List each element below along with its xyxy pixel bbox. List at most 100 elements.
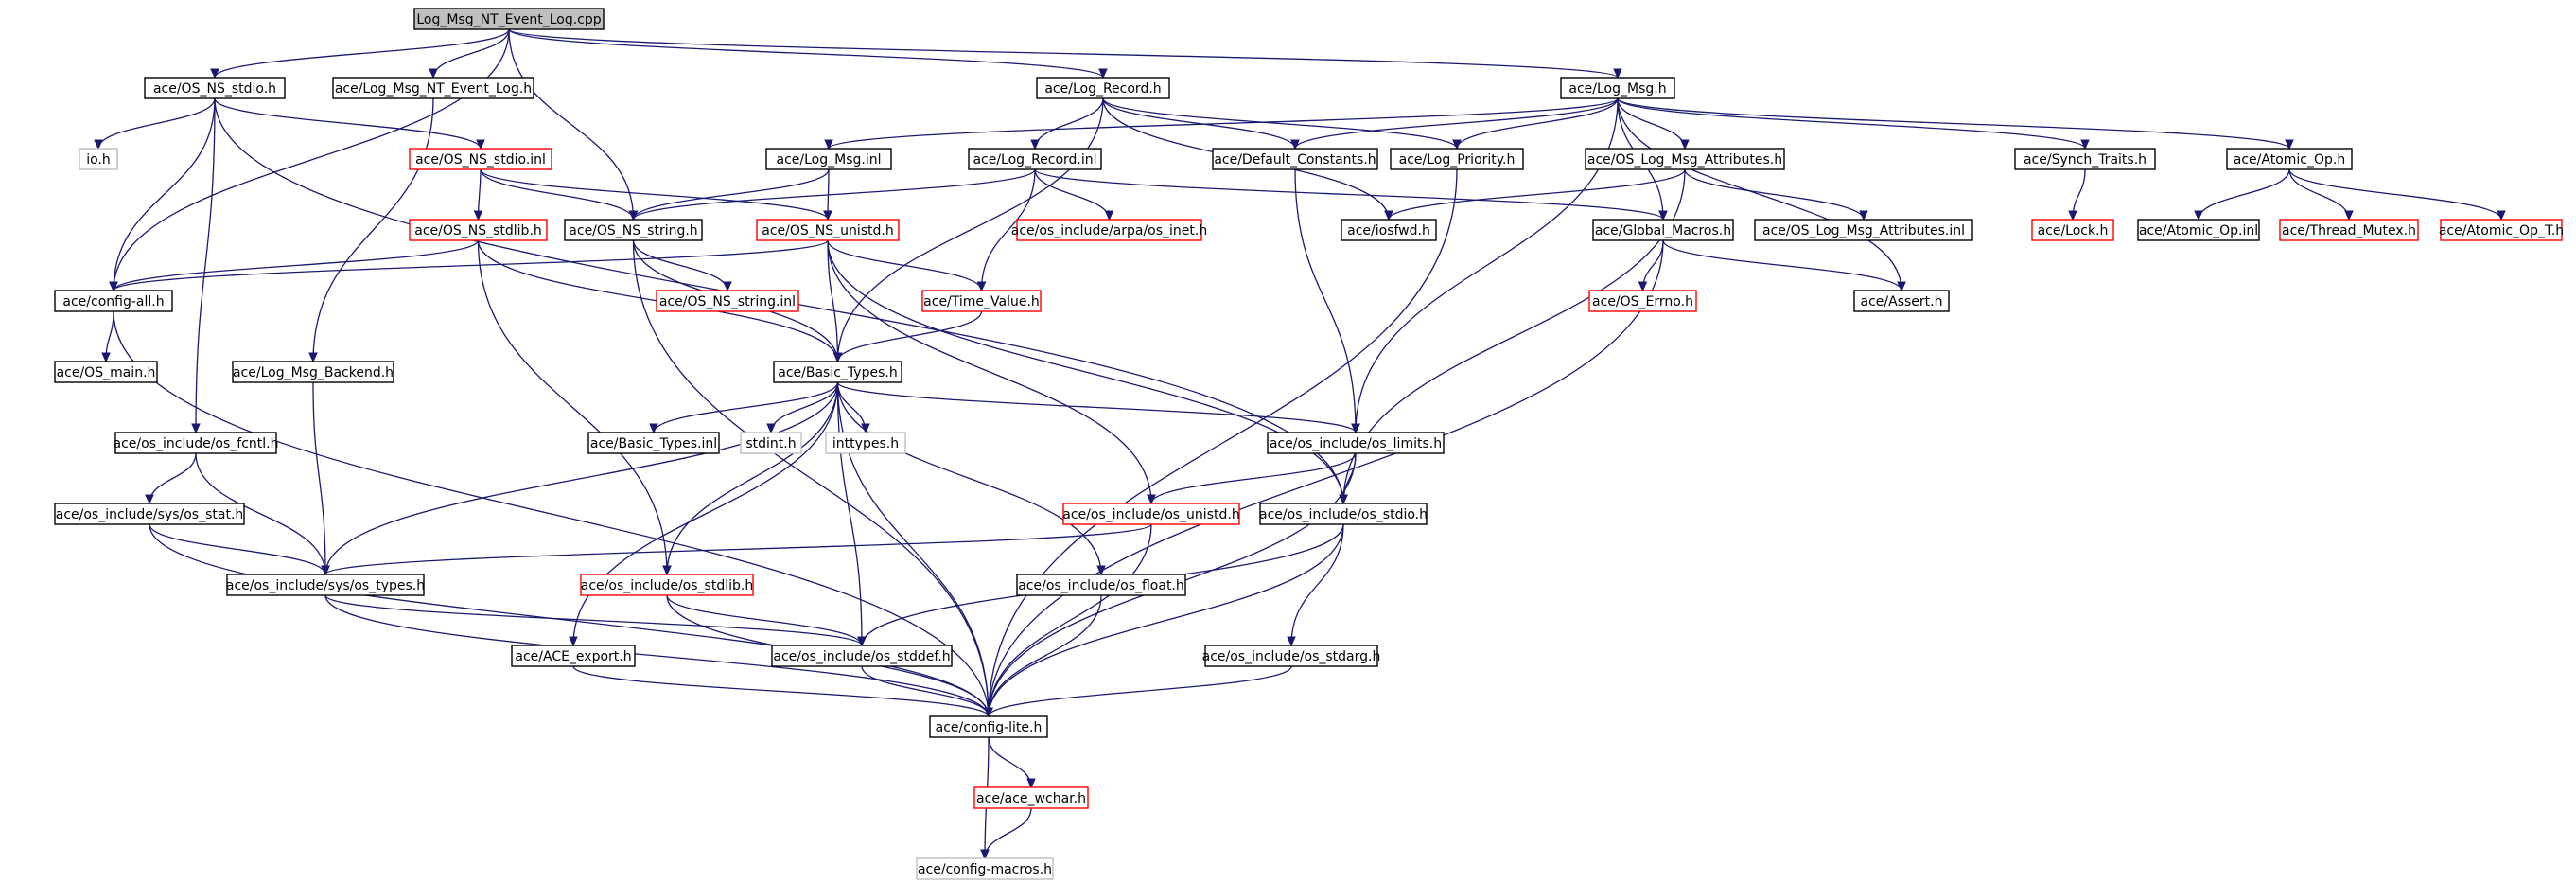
node-box[interactable]	[2014, 148, 2156, 170]
node-box[interactable]	[916, 857, 1054, 880]
node-box[interactable]	[929, 715, 1048, 738]
node-box[interactable]	[968, 148, 1102, 170]
node-box[interactable]	[1585, 148, 1785, 170]
node-box[interactable]	[2440, 219, 2563, 241]
node-time-value-h[interactable]: ace/Time_Value.h	[921, 290, 1042, 312]
node-box[interactable]	[226, 574, 425, 596]
node-box[interactable]	[1754, 219, 1973, 241]
node-os-limits-h[interactable]: ace/os_include/os_limits.h	[1267, 432, 1445, 454]
node-box[interactable]	[54, 361, 158, 383]
node-iosfwd-h[interactable]: ace/iosfwd.h	[1341, 219, 1437, 241]
node-box[interactable]	[587, 432, 720, 454]
node-box[interactable]	[114, 432, 277, 454]
node-os-stdlib-h[interactable]: ace/os_include/os_stdlib.h	[580, 574, 754, 596]
node-default-constants-h[interactable]: ace/Default_Constants.h	[1212, 148, 1378, 170]
node-os-log-msg-attributes-inl[interactable]: ace/OS_Log_Msg_Attributes.inl	[1754, 219, 1973, 241]
node-box[interactable]	[765, 148, 892, 170]
node-box[interactable]	[1560, 77, 1675, 99]
node-os-fcntl-h[interactable]: ace/os_include/os_fcntl.h	[114, 432, 279, 454]
node-os-ns-string-inl[interactable]: ace/OS_NS_string.inl	[656, 290, 799, 312]
node-thread-mutex-h[interactable]: ace/Thread_Mutex.h	[2279, 219, 2419, 241]
node-config-macros-h[interactable]: ace/config-macros.h	[916, 857, 1054, 880]
node-atomic-op-inl[interactable]: ace/Atomic_Op.inl	[2137, 219, 2260, 241]
node-os-ns-stdio-h[interactable]: ace/OS_NS_stdio.h	[144, 77, 286, 99]
node-box[interactable]	[1588, 290, 1697, 312]
node-log-msg-backend-h[interactable]: ace/Log_Msg_Backend.h	[232, 361, 394, 383]
node-box[interactable]	[1390, 148, 1524, 170]
node-box[interactable]	[1259, 503, 1428, 525]
node-box[interactable]	[1267, 432, 1445, 454]
node-log-priority-h[interactable]: ace/Log_Priority.h	[1390, 148, 1524, 170]
node-os-ns-stdio-inl[interactable]: ace/OS_NS_stdio.inl	[409, 148, 552, 170]
node-box[interactable]	[1853, 290, 1950, 312]
node-atomic-op-h[interactable]: ace/Atomic_Op.h	[2226, 148, 2353, 170]
node-os-main-h[interactable]: ace/OS_main.h	[54, 361, 158, 383]
node-box[interactable]	[580, 574, 754, 596]
node-box[interactable]	[1592, 219, 1734, 241]
node-box[interactable]	[921, 290, 1042, 312]
node-os-unistd-h[interactable]: ace/os_include/os_unistd.h	[1062, 503, 1240, 525]
node-box[interactable]	[771, 645, 953, 667]
node-os-stddef-h[interactable]: ace/os_include/os_stddef.h	[771, 645, 953, 667]
node-box[interactable]	[413, 8, 605, 30]
node-box[interactable]	[232, 361, 394, 383]
node-os-ns-unistd-h[interactable]: ace/OS_NS_unistd.h	[756, 219, 900, 241]
node-box[interactable]	[409, 148, 552, 170]
node-box[interactable]	[1341, 219, 1437, 241]
node-box[interactable]	[144, 77, 286, 99]
node-box[interactable]	[54, 290, 173, 312]
node-box[interactable]	[54, 503, 245, 525]
node-synch-traits-h[interactable]: ace/Synch_Traits.h	[2014, 148, 2156, 170]
node-basic-types-inl[interactable]: ace/Basic_Types.inl	[587, 432, 720, 454]
node-os-float-h[interactable]: ace/os_include/os_float.h	[1016, 574, 1186, 596]
node-box[interactable]	[773, 361, 902, 383]
node-config-lite-h[interactable]: ace/config-lite.h	[929, 715, 1048, 738]
node-box[interactable]	[756, 219, 900, 241]
node-box[interactable]	[79, 148, 118, 170]
node-lock-h[interactable]: ace/Lock.h	[2031, 219, 2114, 241]
node-log-msg-h[interactable]: ace/Log_Msg.h	[1560, 77, 1675, 99]
node-ace-wchar-h[interactable]: ace/ace_wchar.h	[973, 786, 1089, 809]
node-box[interactable]	[2279, 219, 2419, 241]
node-box[interactable]	[740, 432, 802, 454]
node-box[interactable]	[1062, 503, 1240, 525]
node-box[interactable]	[973, 786, 1089, 809]
node-box[interactable]	[2226, 148, 2353, 170]
node-box[interactable]	[2031, 219, 2114, 241]
node-box[interactable]	[332, 77, 534, 99]
node-log-msg-inl[interactable]: ace/Log_Msg.inl	[765, 148, 892, 170]
node-atomic-op-t-h[interactable]: ace/Atomic_Op_T.h	[2439, 219, 2564, 241]
node-box[interactable]	[409, 219, 548, 241]
node-ace-export-h[interactable]: ace/ACE_export.h	[511, 645, 636, 667]
node-os-ns-string-h[interactable]: ace/OS_NS_string.h	[564, 219, 703, 241]
node-arpa-os-inet-h[interactable]: ace/os_include/arpa/os_inet.h	[1011, 219, 1207, 241]
node-inttypes-h[interactable]: inttypes.h	[825, 432, 906, 454]
node-box[interactable]	[564, 219, 703, 241]
node-log-msg-nt-event-log-h[interactable]: ace/Log_Msg_NT_Event_Log.h	[332, 77, 534, 99]
node-sys-os-types-h[interactable]: ace/os_include/sys/os_types.h	[226, 574, 425, 596]
node-box[interactable]	[1212, 148, 1378, 170]
node-root[interactable]: Log_Msg_NT_Event_Log.cpp	[413, 8, 605, 30]
node-box[interactable]	[1016, 219, 1202, 241]
node-box[interactable]	[1036, 77, 1170, 99]
node-sys-os-stat-h[interactable]: ace/os_include/sys/os_stat.h	[54, 503, 245, 525]
node-os-errno-h[interactable]: ace/OS_Errno.h	[1588, 290, 1697, 312]
node-box[interactable]	[511, 645, 636, 667]
node-os-ns-stdlib-h[interactable]: ace/OS_NS_stdlib.h	[409, 219, 548, 241]
node-io-h[interactable]: io.h	[79, 148, 118, 170]
node-global-macros-h[interactable]: ace/Global_Macros.h	[1592, 219, 1734, 241]
node-os-stdarg-h[interactable]: ace/os_include/os_stdarg.h	[1202, 645, 1381, 667]
node-log-record-h[interactable]: ace/Log_Record.h	[1036, 77, 1170, 99]
node-box[interactable]	[1204, 645, 1378, 667]
node-os-stdio-h[interactable]: ace/os_include/os_stdio.h	[1259, 503, 1428, 525]
node-box[interactable]	[2137, 219, 2260, 241]
node-config-all-h[interactable]: ace/config-all.h	[54, 290, 173, 312]
node-assert-h[interactable]: ace/Assert.h	[1853, 290, 1950, 312]
node-stdint-h[interactable]: stdint.h	[740, 432, 802, 454]
node-box[interactable]	[1016, 574, 1186, 596]
node-box[interactable]	[656, 290, 799, 312]
node-log-record-inl[interactable]: ace/Log_Record.inl	[968, 148, 1102, 170]
node-box[interactable]	[825, 432, 906, 454]
node-basic-types-h[interactable]: ace/Basic_Types.h	[773, 361, 902, 383]
node-os-log-msg-attributes-h[interactable]: ace/OS_Log_Msg_Attributes.h	[1585, 148, 1785, 170]
